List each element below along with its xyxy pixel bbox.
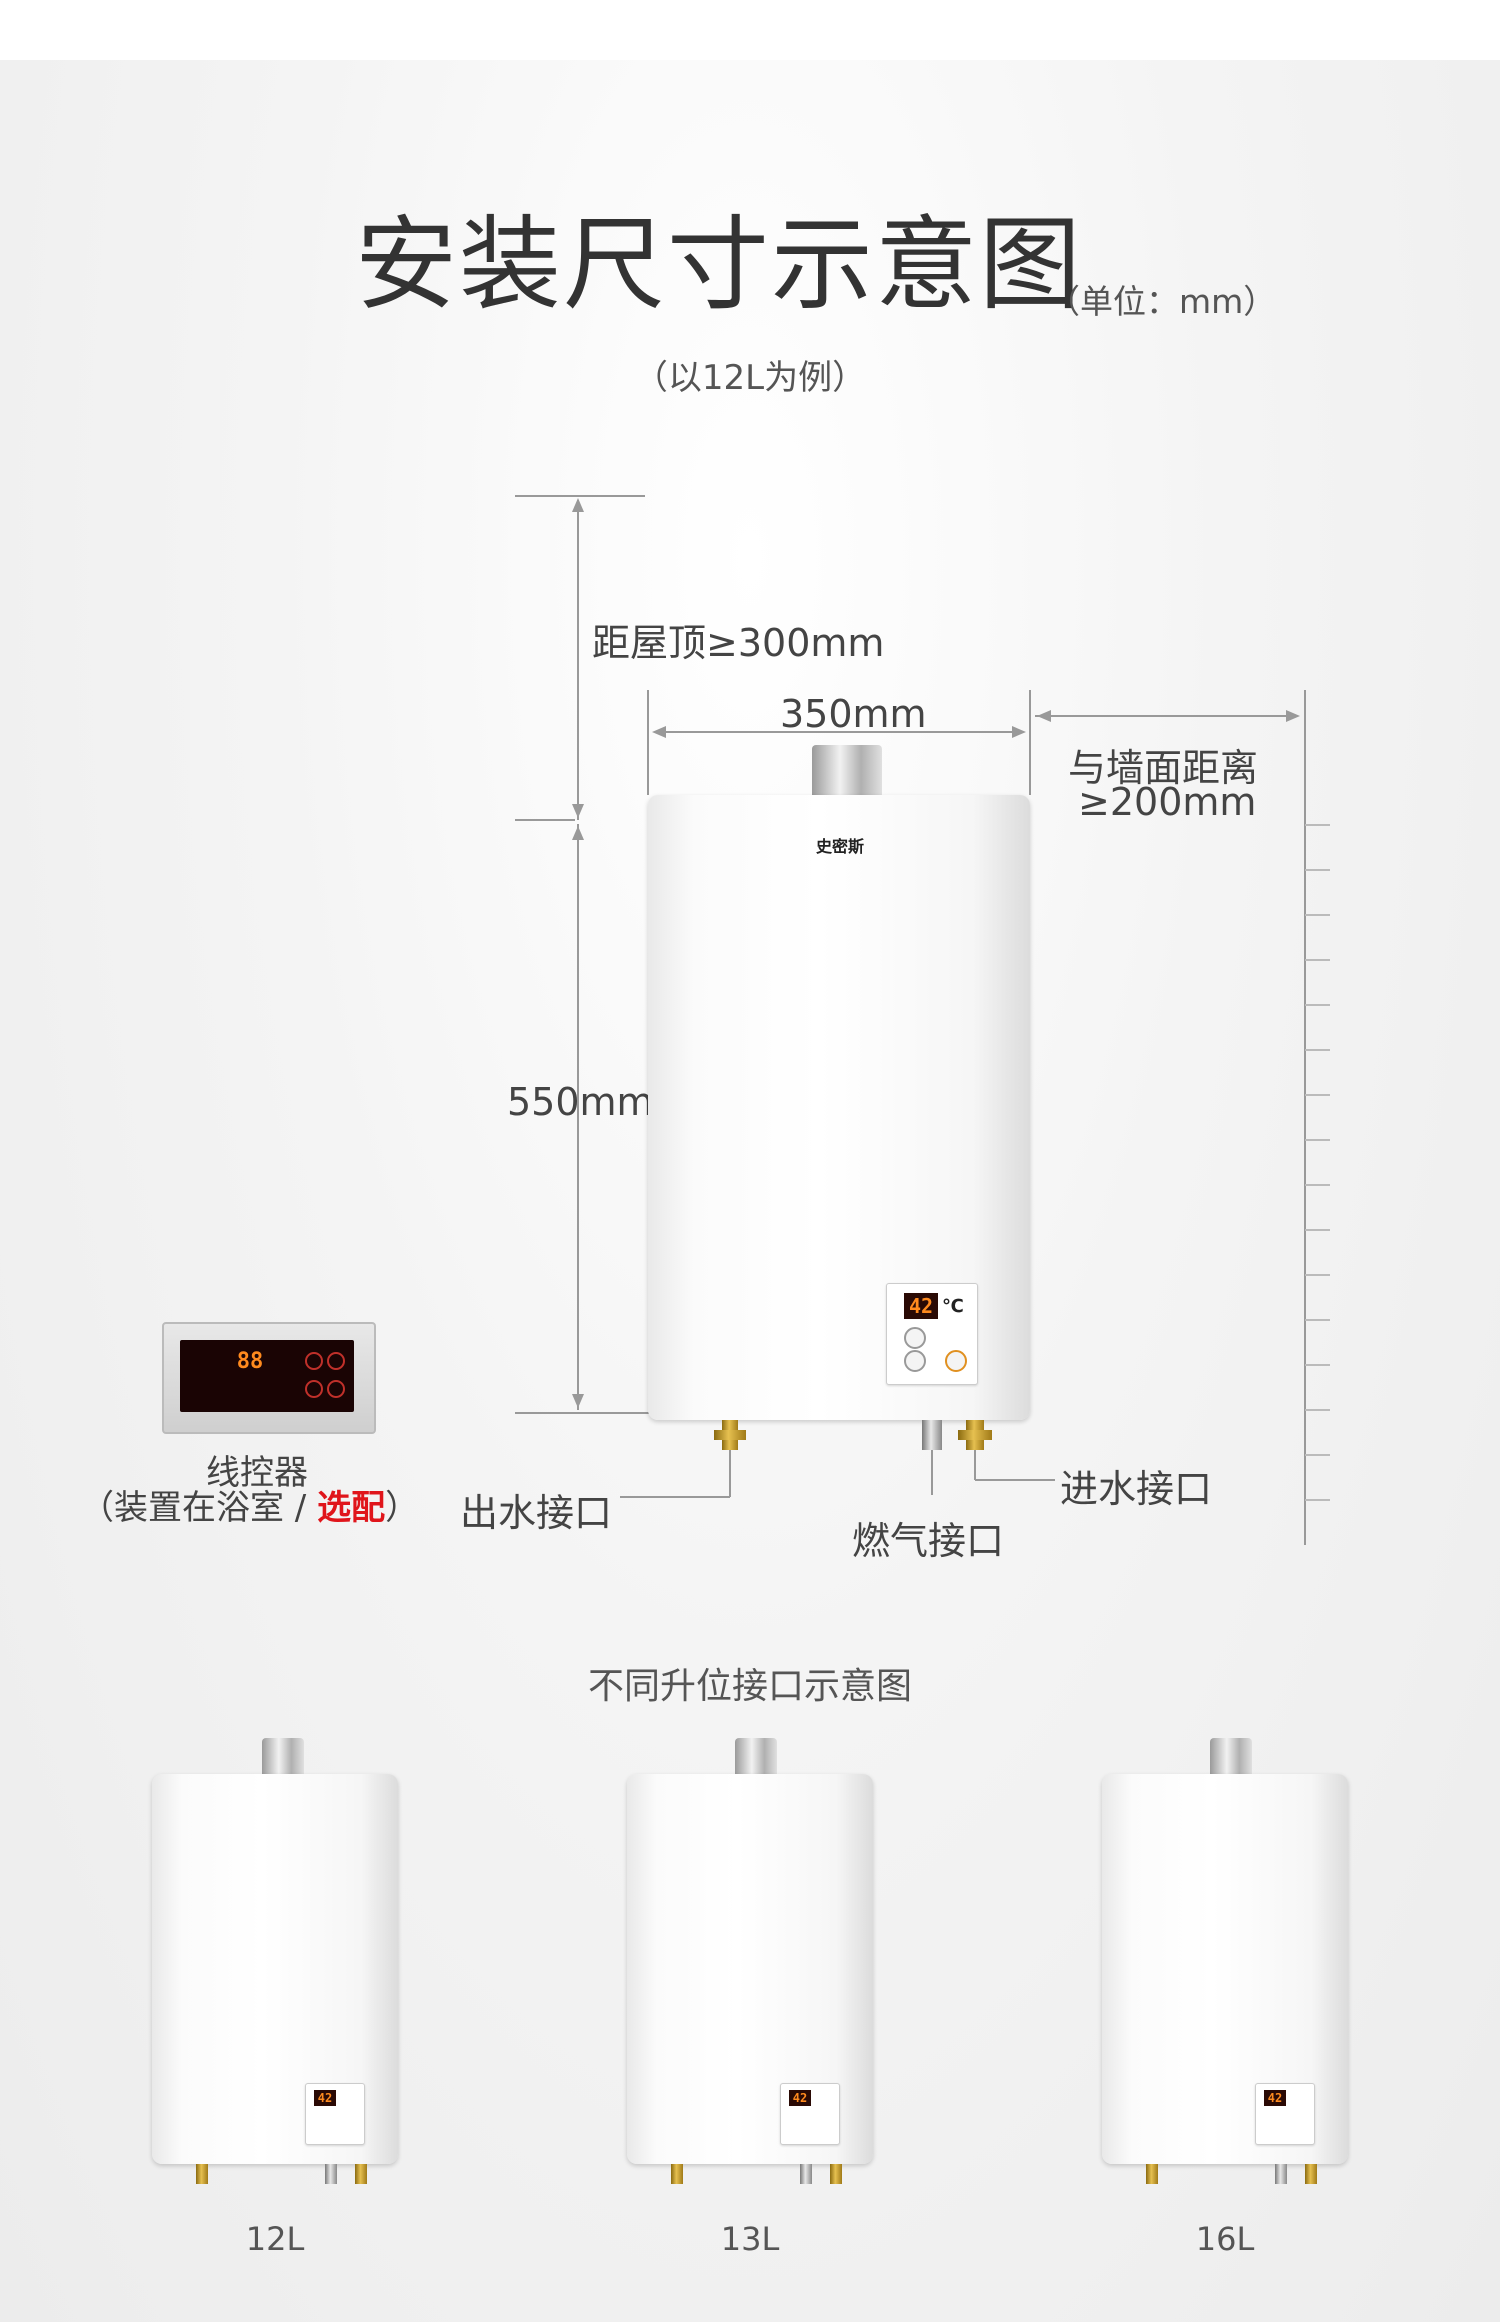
width-label: 350mm — [780, 692, 927, 736]
gas-pipe — [800, 2164, 812, 2184]
flue-pipe — [812, 745, 882, 795]
controller-note-suffix: ） — [385, 1488, 420, 1528]
controller-button-icon — [327, 1380, 345, 1398]
controller-note-prefix: （装置在浴室 / — [80, 1488, 318, 1528]
flue-pipe — [735, 1738, 777, 1774]
model-label: 12L — [245, 2220, 305, 2258]
models-section-title: 不同升位接口示意图 — [587, 1666, 912, 1707]
power-button-icon — [945, 1350, 967, 1372]
up-button-icon — [904, 1327, 926, 1349]
down-button-icon — [904, 1350, 926, 1372]
gas-pipe — [1275, 2164, 1287, 2184]
water-in-nut — [958, 1430, 992, 1440]
model-label: 13L — [720, 2220, 780, 2258]
temperature-display: 42 — [904, 1293, 938, 1319]
controller-label: 线控器 — [206, 1453, 308, 1493]
celsius-unit: ℃ — [942, 1296, 964, 1317]
unit-note: （单位：mm） — [1047, 282, 1277, 321]
controller-note: （装置在浴室 / 选配） — [80, 1480, 419, 1529]
wall-distance-label-line1: 与墙面距离 — [1068, 746, 1259, 790]
water-out-label: 出水接口 — [460, 1491, 613, 1535]
temperature-display: 42 — [789, 2090, 811, 2106]
gas-label: 燃气接口 — [852, 1519, 1005, 1563]
page-title: 安装尺寸示意图 — [355, 206, 1083, 325]
flue-pipe — [1210, 1738, 1252, 1774]
top-clearance-label: 距屋顶≥300mm — [592, 621, 885, 665]
water-in-pipe — [355, 2164, 367, 2184]
gas-pipe — [325, 2164, 337, 2184]
model-label: 16L — [1195, 2220, 1255, 2258]
controller-button-icon — [327, 1352, 345, 1370]
water-out-nut — [714, 1430, 746, 1440]
controller-button-icon — [305, 1352, 323, 1370]
water-in-pipe — [1305, 2164, 1317, 2184]
water-out-pipe — [671, 2164, 683, 2184]
controller-button-icon — [305, 1380, 323, 1398]
temperature-display: 42 — [314, 2090, 336, 2106]
page-subtitle: （以12L为例） — [633, 358, 867, 398]
water-out-pipe — [196, 2164, 208, 2184]
brand-logo: 史密斯 — [815, 837, 864, 856]
temperature-display: 42 — [1264, 2090, 1286, 2106]
water-in-label: 进水接口 — [1060, 1467, 1213, 1511]
gas-pipe — [922, 1420, 942, 1450]
flue-pipe — [262, 1738, 304, 1774]
water-in-pipe — [830, 2164, 842, 2184]
controller-display: 88 — [236, 1349, 264, 1374]
height-label: 550mm — [507, 1080, 654, 1124]
water-out-pipe — [1146, 2164, 1158, 2184]
controller-optional: 选配 — [317, 1488, 386, 1528]
controller-screen — [180, 1340, 354, 1412]
wall-distance-label-line2: ≥200mm — [1078, 780, 1257, 824]
